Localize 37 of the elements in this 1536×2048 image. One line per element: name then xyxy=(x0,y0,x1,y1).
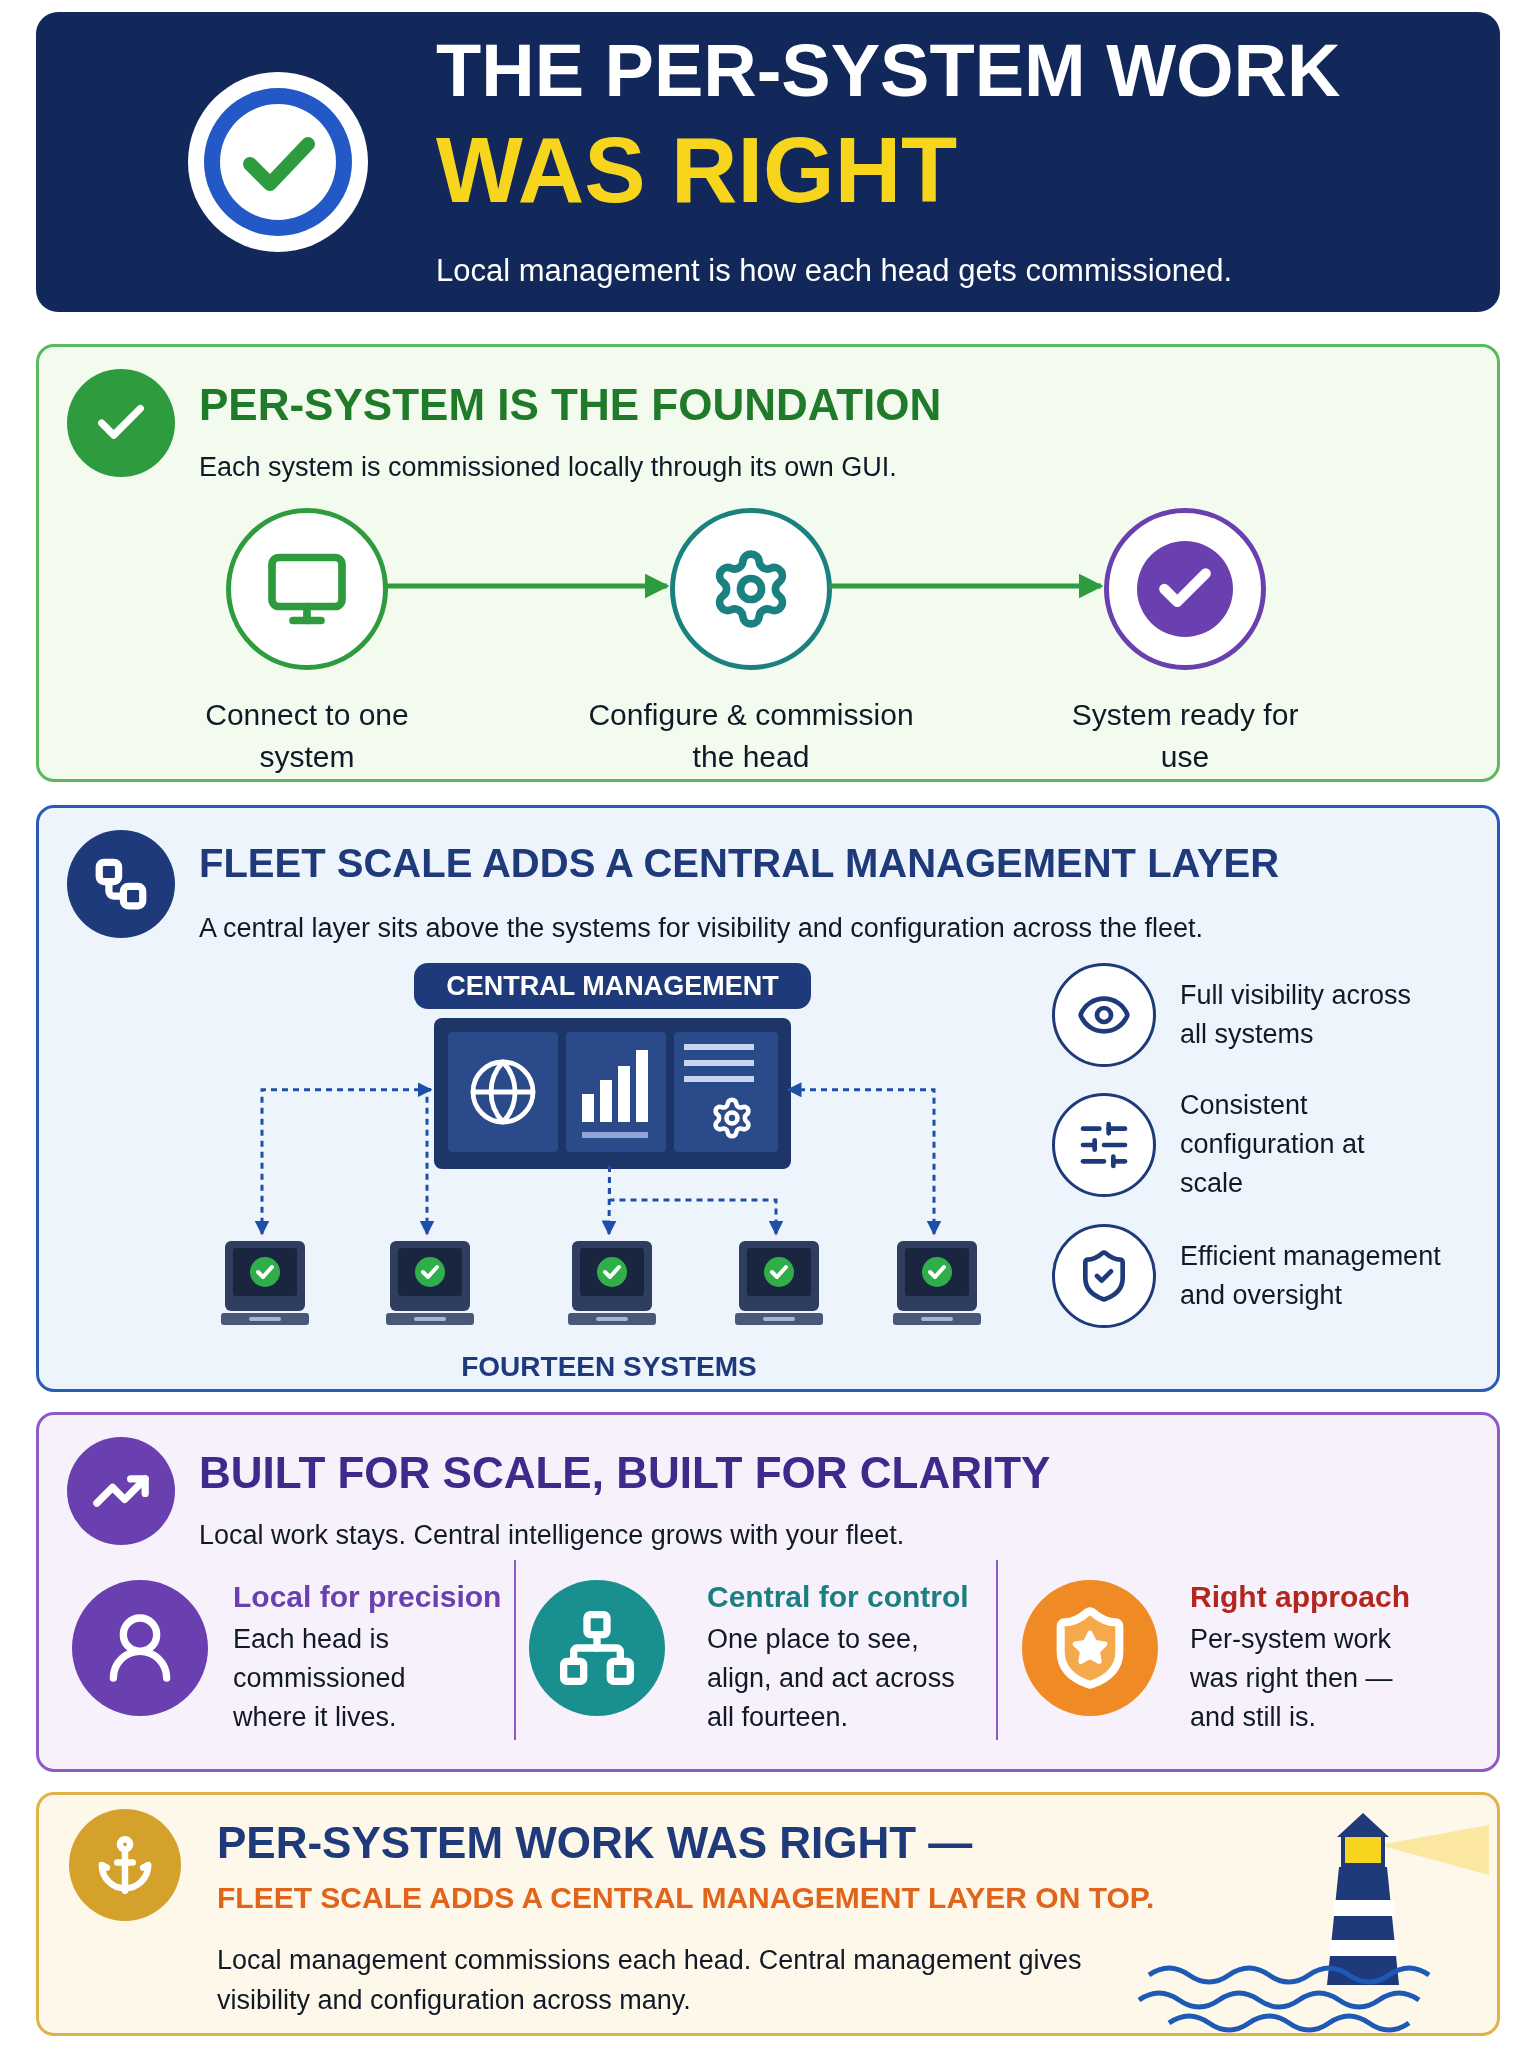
feature-text: Efficient management and oversight xyxy=(1180,1240,1442,1312)
section-subtitle: Each system is commissioned locally through its own GUI. xyxy=(199,451,898,484)
column-heading: Local for precision xyxy=(233,1579,503,1615)
title: THE PER-SYSTEM WORK xyxy=(436,34,1342,108)
arrow xyxy=(419,1088,435,1236)
closing-text: Local management commissions each head. Central management gives visibility and configuration across many. xyxy=(217,1944,1083,2017)
section-title: PER-SYSTEM IS THE FOUNDATION xyxy=(199,379,943,431)
feature-text: Full visibility across all systems xyxy=(1180,979,1413,1051)
step-caption: Configure & commission the head xyxy=(587,697,915,775)
section-subtitle: A central layer sits above the systems for visibility and configuration across the fleet. xyxy=(199,912,1204,945)
section-title: BUILT FOR SCALE, BUILT FOR CLARITY xyxy=(199,1447,1052,1499)
step-caption: Connect to one system xyxy=(204,697,410,775)
double-arrow xyxy=(254,1082,433,1236)
section-pill: CENTRAL MANAGEMENT xyxy=(414,963,811,1009)
arrow xyxy=(608,1166,784,1236)
closing-subtitle: FLEET SCALE ADDS A CENTRAL MANAGEMENT LAYER ON TOP. xyxy=(217,1880,1156,1916)
section-subtitle: Local work stays. Central intelligence grows with your fleet. xyxy=(199,1519,906,1552)
feature-text: Consistent configuration at scale xyxy=(1180,1089,1366,1200)
group-caption: FOURTEEN SYSTEMS xyxy=(460,1350,758,1384)
subtitle: Local management is how each head gets commissioned. xyxy=(436,252,1234,290)
arrow xyxy=(385,573,670,599)
section-panel xyxy=(36,1412,1500,1772)
closing-title: PER-SYSTEM WORK WAS RIGHT — xyxy=(217,1817,974,1869)
column-text: Each head is commissioned where it lives. xyxy=(233,1623,407,1734)
section-panel xyxy=(36,1792,1500,2036)
arrow xyxy=(829,573,1104,599)
column-text: One place to see, align, and act across all fourteen. xyxy=(707,1623,956,1734)
double-arrow xyxy=(786,1082,942,1236)
section-panel xyxy=(36,805,1500,1392)
column-text: Per-system work was right then — and still is. xyxy=(1190,1623,1394,1734)
step-caption: System ready for use xyxy=(1070,697,1300,775)
column-heading: Central for control xyxy=(707,1579,970,1615)
section-title: FLEET SCALE ADDS A CENTRAL MANAGEMENT LAYER xyxy=(199,840,1281,887)
title: WAS RIGHT xyxy=(436,124,959,216)
column-heading: Right approach xyxy=(1190,1579,1411,1615)
header-banner xyxy=(36,12,1500,312)
section-panel xyxy=(36,344,1500,782)
